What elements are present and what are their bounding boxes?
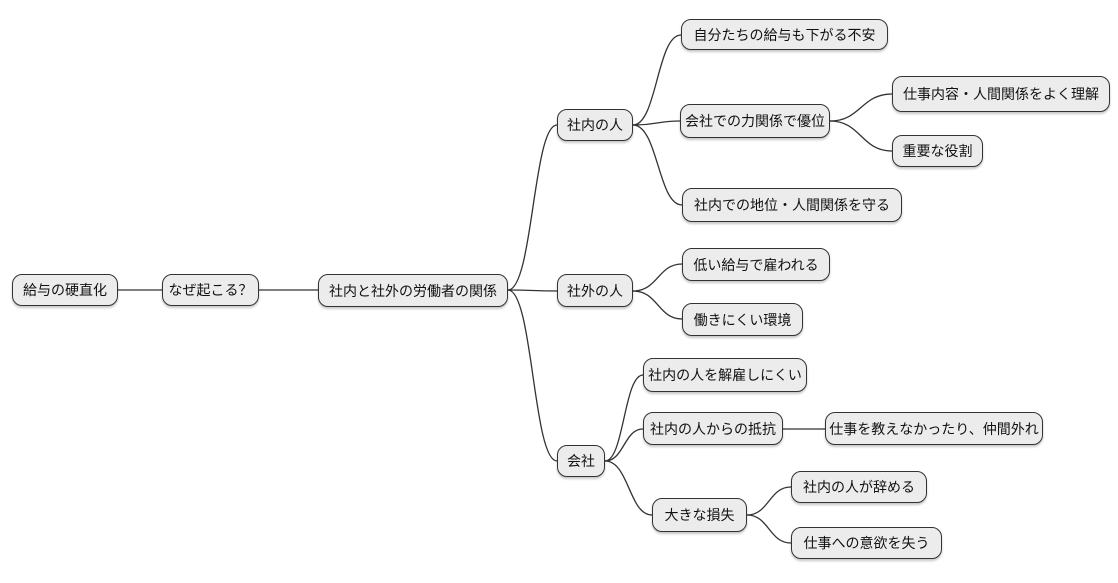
edge-company-hard-dismiss	[604, 374, 644, 462]
edge-power-role	[829, 120, 893, 152]
node-insider-outsider-relation: 社内と社外の労働者の関係	[318, 274, 508, 307]
edge-company-resistance	[604, 428, 644, 462]
node-outsiders: 社外の人	[557, 274, 633, 307]
node-label: 低い給与で雇われる	[693, 256, 819, 273]
node-label: 社内での地位・人間関係を守る	[694, 197, 890, 213]
edge-outsiders-low-wage	[632, 263, 683, 292]
node-salary-rigidity: 給与の硬直化	[12, 274, 118, 306]
edge-relation-company	[507, 289, 558, 462]
node-label: 給与の硬直化	[23, 282, 107, 298]
node-low-wage: 低い給与で雇われる	[682, 248, 830, 281]
node-label: 会社での力関係で優位	[685, 113, 825, 129]
node-label: なぜ起こる？	[168, 282, 253, 298]
node-label: 会社	[567, 453, 595, 469]
node-ostracism: 仕事を教えなかったり、仲間外れ	[825, 412, 1043, 445]
edge-big-loss-motivation	[746, 514, 792, 544]
edge-insiders-fear	[632, 34, 682, 126]
node-label: 重要な役割	[902, 143, 973, 159]
node-label: 社内の人が辞める	[803, 479, 915, 495]
node-important-role: 重要な役割	[892, 135, 983, 167]
node-insiders-quit: 社内の人が辞める	[791, 471, 927, 503]
node-wage-drop-fear: 自分たちの給与も下がる不安	[681, 19, 888, 50]
edge-outsiders-bad-env	[632, 290, 683, 320]
node-label: 社内の人からの抵抗	[650, 420, 776, 437]
node-protect-status: 社内での地位・人間関係を守る	[682, 188, 902, 222]
edge-big-loss-quit	[746, 486, 792, 516]
edge-relation-insiders	[507, 124, 558, 291]
node-company: 会社	[557, 445, 605, 477]
node-label: 仕事への意欲を失う	[803, 535, 930, 551]
node-why-occur: なぜ起こる？	[162, 274, 259, 306]
node-label: 大きな損失	[664, 507, 735, 523]
node-insiders: 社内の人	[557, 109, 633, 141]
node-bad-environment: 働きにくい環境	[682, 303, 803, 336]
node-lose-motivation: 仕事への意欲を失う	[791, 527, 942, 559]
edge-insiders-power	[632, 120, 681, 126]
node-understand-work: 仕事内容・人間関係をよく理解	[892, 76, 1110, 112]
node-hard-to-dismiss: 社内の人を解雇しにくい	[643, 358, 807, 392]
node-big-loss: 大きな損失	[652, 498, 747, 532]
node-label: 社内と社外の労働者の関係	[329, 282, 497, 299]
edge-insiders-protect	[632, 124, 683, 206]
edge-power-understand	[829, 93, 893, 122]
node-insider-resistance: 社内の人からの抵抗	[643, 412, 783, 445]
node-label: 自分たちの給与も下がる不安	[693, 26, 876, 43]
edge-relation-outsiders	[507, 289, 558, 292]
node-label: 社内の人を解雇しにくい	[648, 367, 802, 383]
node-label: 社内の人	[567, 117, 623, 133]
node-label: 働きにくい環境	[693, 311, 792, 328]
node-label: 仕事内容・人間関係をよく理解	[903, 86, 1099, 102]
node-label: 仕事を教えなかったり、仲間外れ	[829, 420, 1039, 437]
node-label: 社外の人	[567, 282, 623, 299]
node-power-advantage: 会社での力関係で優位	[680, 104, 830, 138]
edge-company-big-loss	[604, 460, 653, 516]
